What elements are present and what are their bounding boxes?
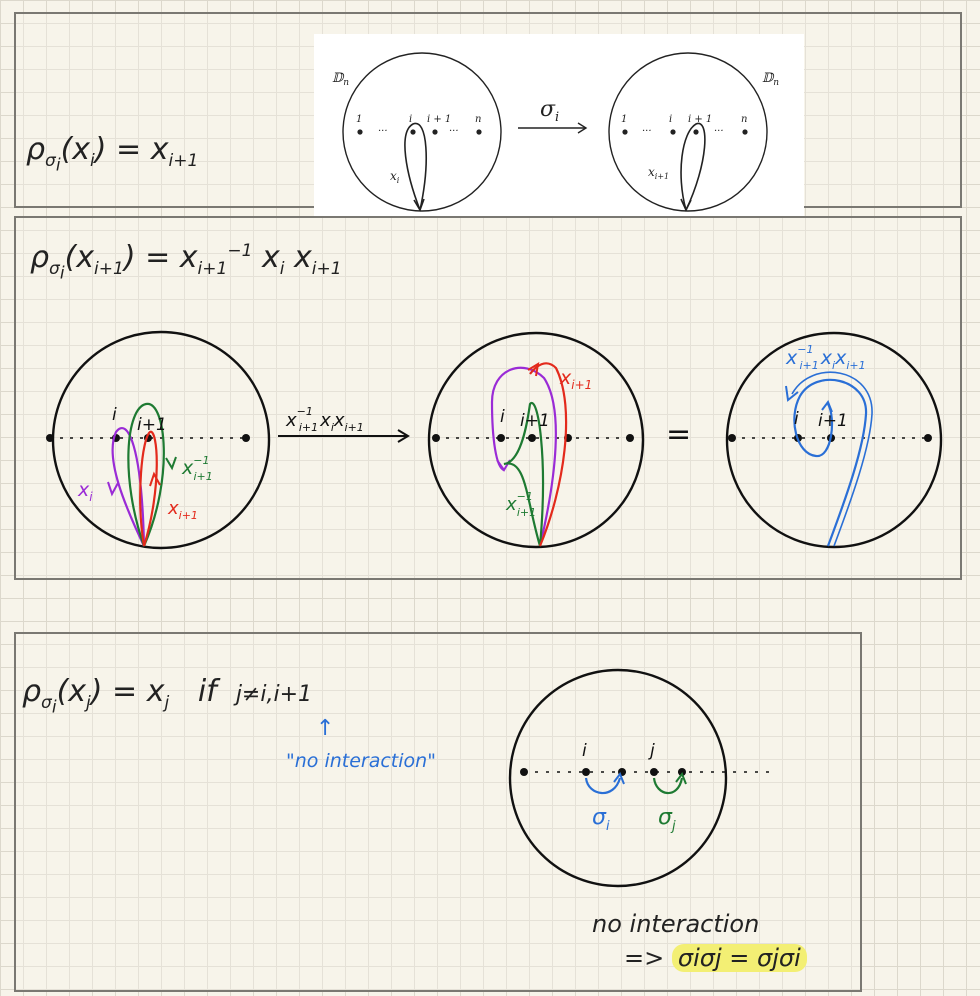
disk-2 — [427, 331, 645, 549]
disk-1 — [46, 330, 271, 550]
blue-path — [793, 378, 868, 547]
sigma-i-arrow — [584, 777, 622, 795]
disk-2-red-label: xi+1 — [559, 367, 592, 392]
sigma-arrowhead — [577, 122, 588, 134]
left-loop-xi — [404, 122, 427, 211]
sigma-arrow-label: σi — [540, 97, 559, 125]
svg-text:i: i — [794, 409, 799, 429]
note-arrow: ↑ — [316, 716, 335, 741]
svg-text:n: n — [741, 114, 747, 125]
svg-text:j: j — [648, 741, 655, 761]
sigma-i-label: σi — [592, 805, 610, 834]
formula-rho-xj: ρσi(xj) = xj if j≠i,i+1 — [22, 674, 313, 718]
left-loop-arrowhead — [413, 198, 425, 212]
svg-text:i + 1: i + 1 — [688, 114, 712, 125]
equals-sign: = — [666, 417, 691, 452]
green-path — [503, 401, 545, 547]
svg-text:i: i — [500, 407, 505, 427]
panel-sigma-on-xj: ρσi(xj) = xj if j≠i,i+1 ↑ "no interactio… — [14, 632, 862, 992]
disk-2-labels: i i+1 — [500, 407, 550, 431]
formula-rho-xi: ρσi(xi) = xi+1 — [26, 132, 199, 176]
disk-1-labels: i i+1 — [112, 405, 167, 435]
left-puncture-labels: 1 ··· i i + 1 ··· n — [356, 114, 481, 137]
conclusion-line-2: => σiσj = σjσi — [624, 944, 807, 972]
left-disk — [342, 52, 502, 212]
sigma-j-arrow — [652, 777, 684, 795]
disk-1-red-label: xi+1 — [167, 498, 198, 522]
commuting-diagram: i j σi σj — [508, 668, 776, 888]
svg-text:···: ··· — [714, 126, 724, 137]
right-punctures — [622, 129, 748, 135]
disk-3 — [725, 331, 943, 549]
braid-generator-figure: 𝔻n 1 ··· i i + 1 ··· n xi σi 𝔻n — [332, 52, 779, 212]
formula-rho-xi1: ρσi(xi+1) = xi+1−1 xi xi+1 — [30, 240, 342, 284]
conclusion-line-1: no interaction — [592, 910, 760, 938]
disk-1-purple-label: xi — [77, 479, 93, 504]
right-loop-xi1 — [680, 122, 706, 211]
disk-4 — [508, 668, 776, 888]
disk-3-labels: i i+1 — [794, 409, 848, 431]
sigma-j-label: σj — [658, 805, 676, 834]
red-loop — [139, 430, 158, 547]
svg-text:i + 1: i + 1 — [427, 114, 451, 125]
svg-text:i+1: i+1 — [818, 411, 848, 431]
purple-path — [490, 366, 557, 547]
purple-loop — [111, 427, 146, 547]
right-loop-arrowhead — [680, 198, 692, 212]
svg-text:i: i — [582, 741, 587, 761]
right-puncture-labels: 1 ··· i i + 1 ··· n — [621, 114, 747, 137]
svg-text:···: ··· — [378, 126, 388, 137]
svg-text:1: 1 — [356, 114, 362, 125]
svg-text:i: i — [112, 405, 117, 425]
svg-text:n: n — [475, 114, 481, 125]
panel-sigma-on-xi: ρσi(xi) = xi+1 𝔻n 1 ··· i i + 1 ··· n xi — [14, 12, 962, 218]
commutation-relation: σiσj = σjσi — [671, 944, 807, 972]
svg-text:···: ··· — [642, 126, 652, 137]
left-punctures — [357, 129, 482, 135]
right-disk-label: 𝔻n — [762, 71, 779, 88]
disk-4-labels: i j — [582, 741, 655, 761]
right-loop-label: xi+1 — [648, 165, 669, 181]
svg-text:i: i — [669, 114, 672, 125]
red-path — [529, 362, 568, 547]
svg-text:i+1: i+1 — [520, 411, 550, 431]
left-loop-label: xi — [390, 169, 400, 185]
svg-text:1: 1 — [621, 114, 627, 125]
green-loop — [127, 402, 165, 547]
textbook-figure: 𝔻n 1 ··· i i + 1 ··· n xi σi 𝔻n — [314, 34, 804, 218]
svg-text:···: ··· — [449, 126, 459, 137]
svg-text:i: i — [409, 114, 412, 125]
left-disk-label: 𝔻n — [332, 71, 349, 88]
svg-text:i+1: i+1 — [137, 415, 167, 435]
no-interaction-note: "no interaction" — [286, 750, 436, 772]
right-disk — [608, 52, 768, 212]
